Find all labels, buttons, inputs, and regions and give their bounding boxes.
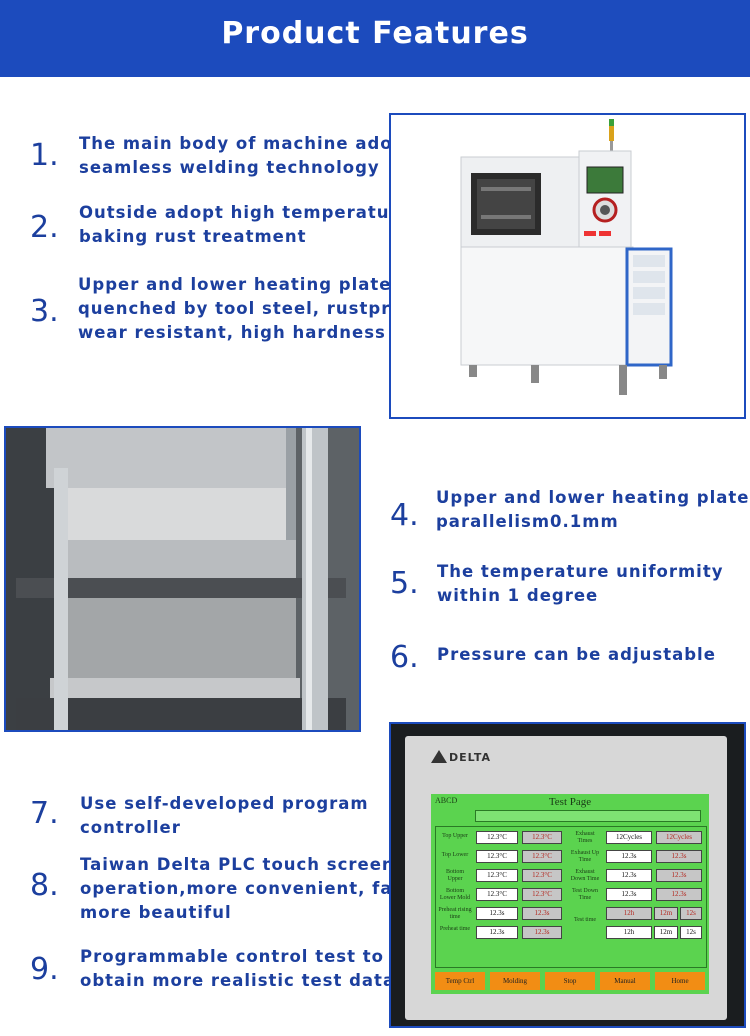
heating-plates-illustration [6,428,359,730]
param-label: Top Upper [442,833,468,839]
feature-text: Taiwan Delta PLC touch screen operation,… [80,853,438,925]
feature-line: wear resistant, high hardness [78,323,386,342]
feature-text: Upper and lower heating plate parallelis… [436,486,749,534]
test-time-actual: 12m [654,907,678,920]
feature-text: Use self-developed program controller [80,792,369,840]
feature-line: operation,more convenient, faster. [80,879,439,898]
feature-line: more beautiful [80,903,232,922]
feature-line: Outside adopt high temperature [79,203,411,222]
param-value[interactable]: 12.3s [476,907,518,920]
feature-line: Pressure can be adjustable [437,645,716,664]
page-header: Product Features [0,0,750,77]
manual-button[interactable]: Manual [600,972,650,990]
feature-line: The main body of machine adopts [79,134,426,153]
delta-logo: DELTA [431,750,491,764]
feature-text: Pressure can be adjustable [437,643,716,667]
test-time-value[interactable]: 12h [606,926,652,939]
param-actual: 12Cycles [656,831,702,844]
param-actual: 12.3°C [522,831,562,844]
feature-line: controller [80,818,181,837]
test-time-actual: 12h [606,907,652,920]
delta-triangle-icon [431,750,447,763]
test-time-value[interactable]: 12s [680,926,702,939]
param-label: Preheat time [439,926,471,932]
param-value[interactable]: 12.3s [476,926,518,939]
temp-ctrl-button[interactable]: Temp Ctrl [435,972,485,990]
feature-text: The main body of machine adopts seamless… [79,132,425,180]
param-actual: 12.3s [656,850,702,863]
param-label: Preheat rising time [438,907,472,920]
feature-number: 5. [390,566,419,601]
feature-number: 4. [390,498,419,533]
feature-text: Upper and lower heating plates are quenc… [78,273,442,345]
feature-line: baking rust treatment [79,227,307,246]
test-time-actual: 12s [680,907,702,920]
feature-line: within 1 degree [437,586,599,605]
feature-line: parallelism0.1mm [436,512,619,531]
feature-line: Taiwan Delta PLC touch screen [80,855,395,874]
param-value[interactable]: 12.3°C [476,869,518,882]
page-title: Product Features [221,16,529,51]
param-label: Exhaust Times [575,831,595,844]
screen-title: Test Page [548,796,592,808]
screen-parameter-grid: Top Upper Top Lower Bottom Upper Bottom … [435,826,707,968]
molding-button[interactable]: Molding [490,972,540,990]
machine-photo [389,113,746,419]
feature-number: 2. [30,210,59,245]
home-button[interactable]: Home [655,972,705,990]
param-value[interactable]: 12.3s [606,850,652,863]
param-label: Exhaust Down Time [570,869,600,882]
param-actual: 12.3s [656,869,702,882]
feature-text: The temperature uniformity within 1 degr… [437,560,723,608]
param-value[interactable]: 12.3s [606,869,652,882]
feature-text: Programmable control test to obtain more… [80,945,395,993]
param-label: Exhaust Up Time [570,850,600,863]
feature-number: 7. [30,796,59,831]
feature-line: Upper and lower heating plates are [78,275,443,294]
param-actual: 12.3°C [522,850,562,863]
feature-line: quenched by tool steel, rustproof, [78,299,430,318]
param-actual: 12.3°C [522,888,562,901]
screen-abcd: ABCD [435,796,458,805]
feature-number: 6. [390,640,419,675]
param-label: Top Lower [441,852,469,858]
param-actual: 12.3s [522,926,562,939]
test-time-value[interactable]: 12m [654,926,678,939]
feature-text: Outside adopt high temperature baking ru… [79,201,411,249]
feature-line: The temperature uniformity [437,562,724,581]
param-value[interactable]: 12Cycles [606,831,652,844]
feature-number: 9. [30,952,59,987]
screen-title-bar [475,810,701,822]
feature-line: Use self-developed program [80,794,369,813]
feature-line: seamless welding technology [79,158,380,177]
machine-illustration [460,119,673,395]
param-value[interactable]: 12.3°C [476,850,518,863]
feature-line: Upper and lower heating plate [436,488,750,507]
feature-number: 3. [30,294,59,329]
param-value[interactable]: 12.3°C [476,831,518,844]
feature-line: Programmable control test to [80,947,384,966]
delta-hmi-photo: DELTA ABCD Test Page Top Upper Top Lower… [389,722,746,1028]
param-actual: 12.3°C [522,869,562,882]
feature-number: 1. [30,138,59,173]
param-label: Test Down Time [571,888,599,901]
param-label: Bottom Upper [445,869,464,882]
delta-brand-text: DELTA [449,751,491,764]
param-actual: 12.3s [656,888,702,901]
stop-button[interactable]: Stop [545,972,595,990]
param-value[interactable]: 12.3s [606,888,652,901]
hmi-screen: ABCD Test Page Top Upper Top Lower Botto… [431,794,709,994]
feature-number: 8. [30,868,59,903]
param-label: Bottom Lower Mold [439,888,471,901]
feature-line: obtain more realistic test data [80,971,396,990]
param-value[interactable]: 12.3°C [476,888,518,901]
screen-button-bar: Temp Ctrl Molding Stop Manual Home [435,972,705,990]
param-actual: 12.3s [522,907,562,920]
param-label: Test time [573,917,597,923]
heating-plates-photo [4,426,361,732]
